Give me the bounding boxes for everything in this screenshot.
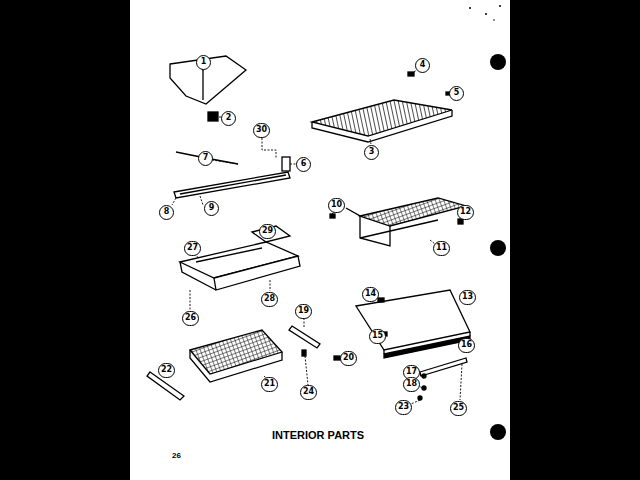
callout-number: 21 bbox=[261, 377, 278, 392]
page-title: INTERIOR PARTS bbox=[272, 429, 364, 441]
callout-number: 30 bbox=[253, 123, 270, 138]
callout-number: 4 bbox=[415, 58, 430, 73]
callout-number: 18 bbox=[403, 377, 420, 392]
callout-number: 15 bbox=[369, 329, 386, 344]
callout-number: 14 bbox=[362, 287, 379, 302]
callout-number: 9 bbox=[204, 201, 219, 216]
callout-number: 12 bbox=[457, 205, 474, 220]
callout-number: 28 bbox=[261, 292, 278, 307]
callout-number: 22 bbox=[158, 363, 175, 378]
callout-number: 16 bbox=[458, 338, 475, 353]
callout-number: 2 bbox=[221, 111, 236, 126]
callout-number: 10 bbox=[328, 198, 345, 213]
page-number: 26 bbox=[172, 451, 181, 460]
callout-number: 24 bbox=[300, 385, 317, 400]
callout-number: 23 bbox=[395, 400, 412, 415]
callout-number: 26 bbox=[182, 311, 199, 326]
callout-number: 20 bbox=[340, 351, 357, 366]
callout-number: 1 bbox=[196, 55, 211, 70]
callout-number: 7 bbox=[198, 151, 213, 166]
callout-number: 13 bbox=[459, 290, 476, 305]
callout-number: 29 bbox=[259, 224, 276, 239]
callout-number: 25 bbox=[450, 401, 467, 416]
callout-number: 19 bbox=[295, 304, 312, 319]
callout-number: 11 bbox=[433, 241, 450, 256]
callout-number: 27 bbox=[184, 241, 201, 256]
callout-number: 5 bbox=[449, 86, 464, 101]
callout-number: 6 bbox=[296, 157, 311, 172]
callout-number: 8 bbox=[159, 205, 174, 220]
callout-number: 3 bbox=[364, 145, 379, 160]
